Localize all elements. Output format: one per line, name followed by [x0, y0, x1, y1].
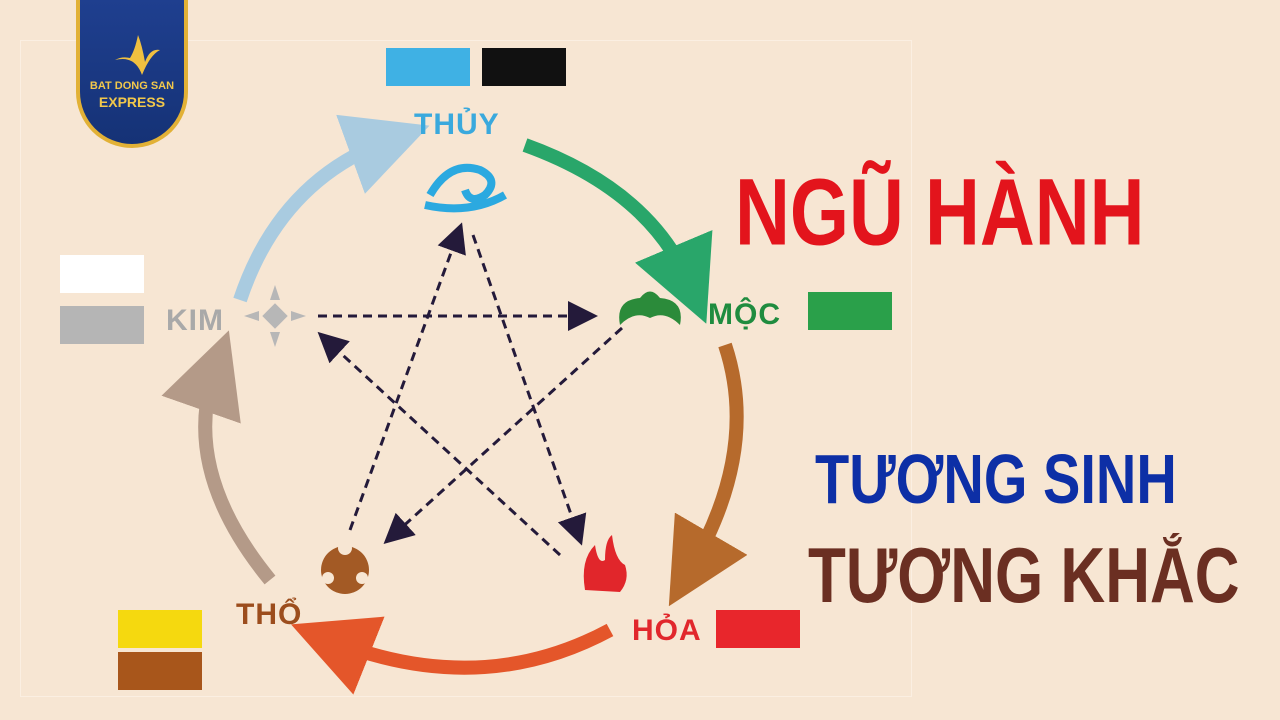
earth-icon: [321, 541, 369, 594]
bird-logo-icon: [115, 35, 160, 75]
wood-icon: [619, 291, 681, 325]
moc-color-swatch: [808, 292, 892, 330]
title-tuong-khac: TƯƠNG KHẮC: [808, 533, 1240, 620]
dash-tho-thuy: [348, 222, 466, 531]
kim-color-swatch-2: [60, 306, 144, 344]
fire-icon: [583, 535, 627, 592]
arrow-tho-kim: [161, 330, 276, 585]
kim-color-swatch-1: [60, 255, 144, 293]
label-tho: THỔ: [236, 598, 303, 631]
tho-color-swatch-1: [118, 610, 202, 648]
dash-moc-tho: [383, 326, 624, 545]
arrow-hoa-tho: [290, 616, 614, 695]
arrow-moc-hoa: [668, 342, 748, 607]
dash-thuy-hoa: [471, 234, 587, 546]
arrow-kim-thuy: [233, 114, 430, 303]
thuy-color-swatch-2: [482, 48, 566, 86]
label-moc: MỘC: [708, 298, 781, 331]
label-hoa: HỎA: [632, 614, 702, 647]
tho-color-swatch-2: [118, 652, 202, 690]
title-ngu-hanh: NGŨ HÀNH: [735, 159, 1145, 266]
thuy-color-swatch-1: [386, 48, 470, 86]
arrow-thuy-moc: [522, 138, 713, 324]
logo-line1: BAT DONG SAN: [89, 80, 175, 92]
logo-line2: EXPRESS: [98, 94, 166, 110]
logo: BAT DONG SAN EXPRESS: [76, 0, 188, 148]
title-tuong-sinh: TƯƠNG SINH: [815, 439, 1177, 518]
diagram-frame: [20, 40, 912, 697]
label-kim: KIM: [166, 304, 224, 337]
metal-icon: [244, 285, 306, 347]
water-icon: [424, 163, 507, 213]
hoa-color-swatch: [716, 610, 800, 648]
label-thuy: THỦY: [414, 108, 500, 141]
dash-hoa-kim: [317, 331, 562, 557]
